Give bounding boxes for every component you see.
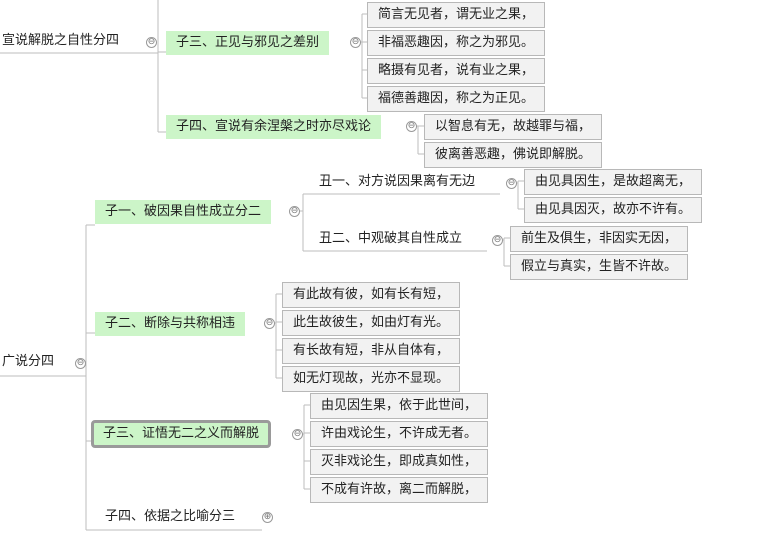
leaf-c3-1[interactable]: 简言无见者，谓无业之果， — [367, 2, 546, 28]
leaf-z1-c2-1[interactable]: 前生及俱生，非因实无因， — [510, 226, 689, 252]
leaf-c3-3[interactable]: 略摄有见者，说有业之果， — [367, 58, 546, 84]
leaf-z3-2[interactable]: 许由戏论生，不许成无者。 — [310, 421, 489, 447]
topic-z1-c2[interactable]: 丑二、中观破其自性成立 — [319, 231, 463, 246]
collapse-toggle-icon[interactable]: ⊖ — [289, 206, 300, 217]
leaf-z2-3[interactable]: 有长故有短，非从自体有， — [282, 338, 461, 364]
leaf-z1-c1-2[interactable]: 由见具因灭，故亦不许有。 — [524, 197, 703, 223]
topic-c4-nirvana[interactable]: 子四、宣说有余涅槃之时亦尽戏论 — [166, 115, 382, 139]
leaf-z2-1[interactable]: 有此故有彼，如有长有短， — [282, 282, 461, 308]
leaf-c4-2[interactable]: 彼离善恶趣，佛说即解脱。 — [424, 142, 603, 168]
leaf-c3-2[interactable]: 非福恶趣因，称之为邪见。 — [367, 30, 546, 56]
collapse-toggle-icon[interactable]: ⊖ — [406, 121, 417, 132]
leaf-c3-4[interactable]: 福德善趣因，称之为正见。 — [367, 86, 546, 112]
leaf-c4-1[interactable]: 以智息有无，故越罪与福， — [424, 114, 603, 140]
collapse-toggle-icon[interactable]: ⊖ — [350, 37, 361, 48]
leaf-z2-4[interactable]: 如无灯现故，光亦不显现。 — [282, 366, 461, 392]
leaf-z3-4[interactable]: 不成有许故，离二而解脱， — [310, 477, 489, 503]
leaf-z3-1[interactable]: 由见因生果，依于此世间， — [310, 393, 489, 419]
collapse-toggle-icon[interactable]: ⊖ — [492, 235, 503, 246]
collapse-toggle-icon[interactable]: ⊖ — [292, 429, 303, 440]
leaf-z1-c2-2[interactable]: 假立与真实，生皆不许故。 — [510, 254, 689, 280]
collapse-toggle-icon[interactable]: ⊖ — [146, 37, 157, 48]
leaf-z2-2[interactable]: 此生故彼生，如由灯有光。 — [282, 310, 461, 336]
topic-z1-cause-effect[interactable]: 子一、破因果自性成立分二 — [95, 200, 272, 224]
leaf-z1-c1-1[interactable]: 由见具因生，是故超离无， — [524, 169, 703, 195]
collapse-toggle-icon[interactable]: ⊖ — [506, 178, 517, 189]
topic-c3-right-wrong-view[interactable]: 子三、正见与邪见之差别 — [166, 31, 330, 55]
topic-z1-c1[interactable]: 丑一、对方说因果离有无边 — [319, 174, 476, 189]
expand-toggle-icon[interactable]: ⊕ — [262, 512, 273, 523]
collapse-toggle-icon[interactable]: ⊖ — [75, 358, 86, 369]
leaf-z3-3[interactable]: 灭非戏论生，即成真如性， — [310, 449, 489, 475]
topic-z4-analogy[interactable]: 子四、依据之比喻分三 — [105, 509, 236, 524]
topic-z3-nonduality-selected[interactable]: 子三、证悟无二之义而解脱 — [91, 420, 272, 448]
topic-main-liberation[interactable]: 宣说解脱之自性分四 — [2, 33, 120, 48]
topic-main-extensive[interactable]: 广说分四 — [2, 354, 55, 369]
collapse-toggle-icon[interactable]: ⊖ — [264, 318, 275, 329]
topic-z2-common-consent[interactable]: 子二、断除与共称相违 — [95, 312, 246, 336]
